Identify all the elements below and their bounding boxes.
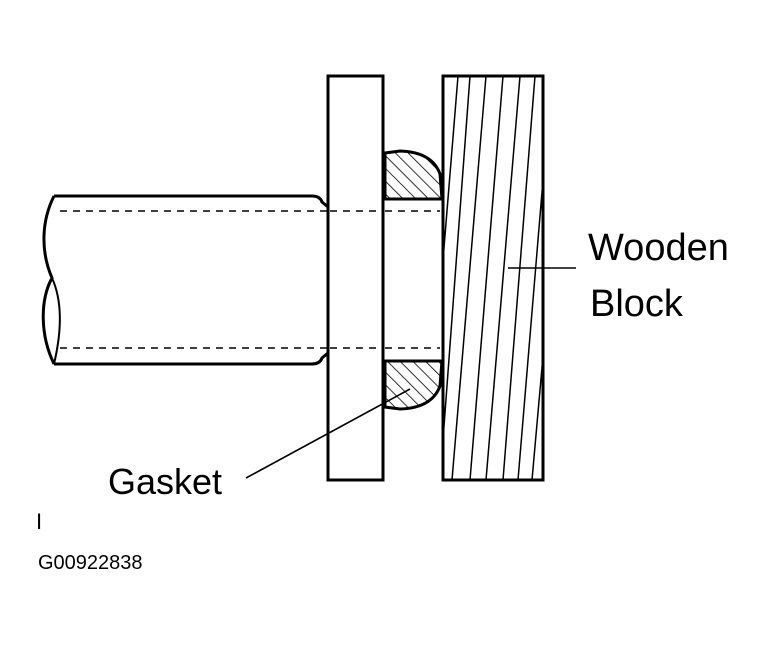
gasket-label: Gasket [108,461,223,502]
wooden-block-label-line2: Block [590,283,683,325]
bore-lines [385,197,442,363]
figure-mark: I [36,509,43,534]
wooden-block [441,74,545,482]
gasket-top-section [383,149,444,201]
gasket-leader [245,388,411,479]
leader-lines [245,267,576,479]
figure-code: G00922838 [38,552,143,574]
flange-plate [326,74,385,482]
wooden-block-label-line1: Wooden [588,227,729,269]
shaft [41,194,329,366]
gasket-bottom-section [383,359,444,411]
